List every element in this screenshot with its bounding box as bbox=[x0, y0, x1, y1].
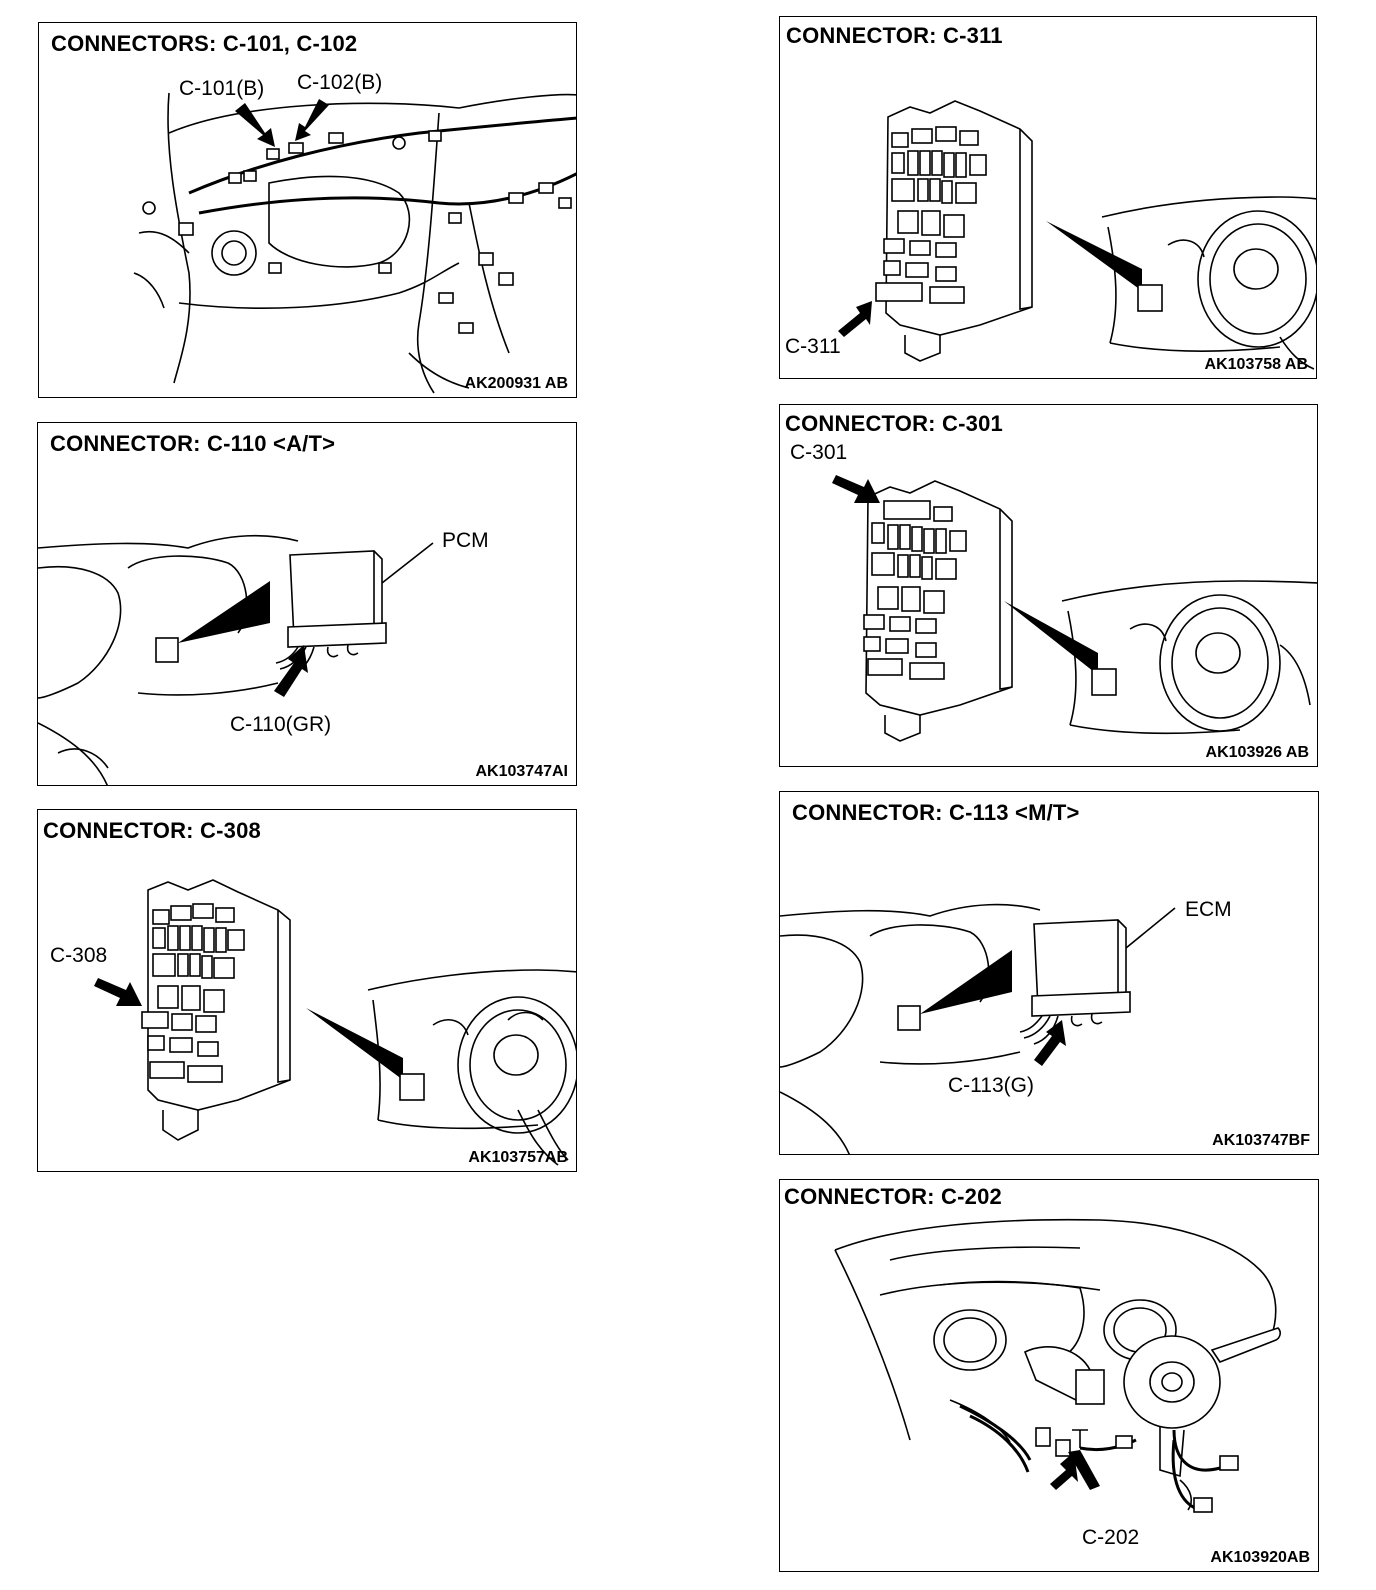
connector-panel-c308: CONNECTOR: C-308 C-308 AK103757AB bbox=[37, 809, 577, 1172]
connector-panel-c202: CONNECTOR: C-202 C-202 AK103920AB bbox=[779, 1179, 1319, 1572]
pcm-location-illustration bbox=[38, 534, 434, 785]
label-c113: C-113(G) bbox=[948, 1074, 1034, 1097]
label-pcm: PCM bbox=[442, 529, 489, 552]
label-c311: C-311 bbox=[785, 335, 841, 358]
connector-panel-c110: CONNECTOR: C-110 <A/T> PCM C-110(GR) AK1… bbox=[37, 422, 577, 786]
dashboard-wiring-illustration bbox=[133, 92, 576, 394]
figure-code: AK103757AB bbox=[468, 1149, 568, 1166]
label-c101: C-101(B) bbox=[179, 77, 265, 100]
figure-code: AK200931 AB bbox=[464, 375, 568, 392]
label-c110: C-110(GR) bbox=[230, 713, 332, 736]
figure-code: AK103747BF bbox=[1212, 1132, 1310, 1149]
steering-column-illustration bbox=[834, 1218, 1281, 1513]
panel-title: CONNECTOR: C-301 bbox=[785, 411, 1003, 436]
panel-title: CONNECTOR: C-113 <M/T> bbox=[792, 800, 1080, 825]
panel-title: CONNECTORS: C-101, C-102 bbox=[51, 31, 358, 56]
ecm-location-illustration bbox=[780, 903, 1176, 1154]
junction-block-illustration bbox=[94, 879, 576, 1166]
label-c102: C-102(B) bbox=[297, 71, 383, 94]
connector-panel-c311: CONNECTOR: C-311 C-311 AK103758 AB bbox=[779, 16, 1317, 379]
label-c202: C-202 bbox=[1082, 1526, 1140, 1549]
label-ecm: ECM bbox=[1185, 898, 1232, 921]
junction-block-illustration bbox=[838, 100, 1316, 370]
connector-panel-c301: CONNECTOR: C-301 C-301 AK103926 AB bbox=[779, 404, 1318, 767]
figure-code: AK103926 AB bbox=[1205, 744, 1309, 761]
panel-title: CONNECTOR: C-311 bbox=[786, 23, 1003, 48]
figure-code: AK103758 AB bbox=[1204, 356, 1308, 373]
label-c301: C-301 bbox=[790, 441, 848, 464]
figure-code: AK103920AB bbox=[1210, 1549, 1310, 1566]
junction-block-illustration bbox=[832, 475, 1317, 742]
label-c308: C-308 bbox=[50, 944, 108, 967]
panel-title: CONNECTOR: C-110 <A/T> bbox=[50, 431, 336, 456]
connector-panel-c113: CONNECTOR: C-113 <M/T> ECM C-113(G) AK10… bbox=[779, 791, 1319, 1155]
panel-title: CONNECTOR: C-308 bbox=[43, 818, 261, 843]
figure-code: AK103747AI bbox=[475, 763, 569, 780]
connector-panel-c101-c102: CONNECTORS: C-101, C-102 C-101(B) C-102(… bbox=[38, 22, 577, 398]
panel-title: CONNECTOR: C-202 bbox=[784, 1184, 1002, 1209]
